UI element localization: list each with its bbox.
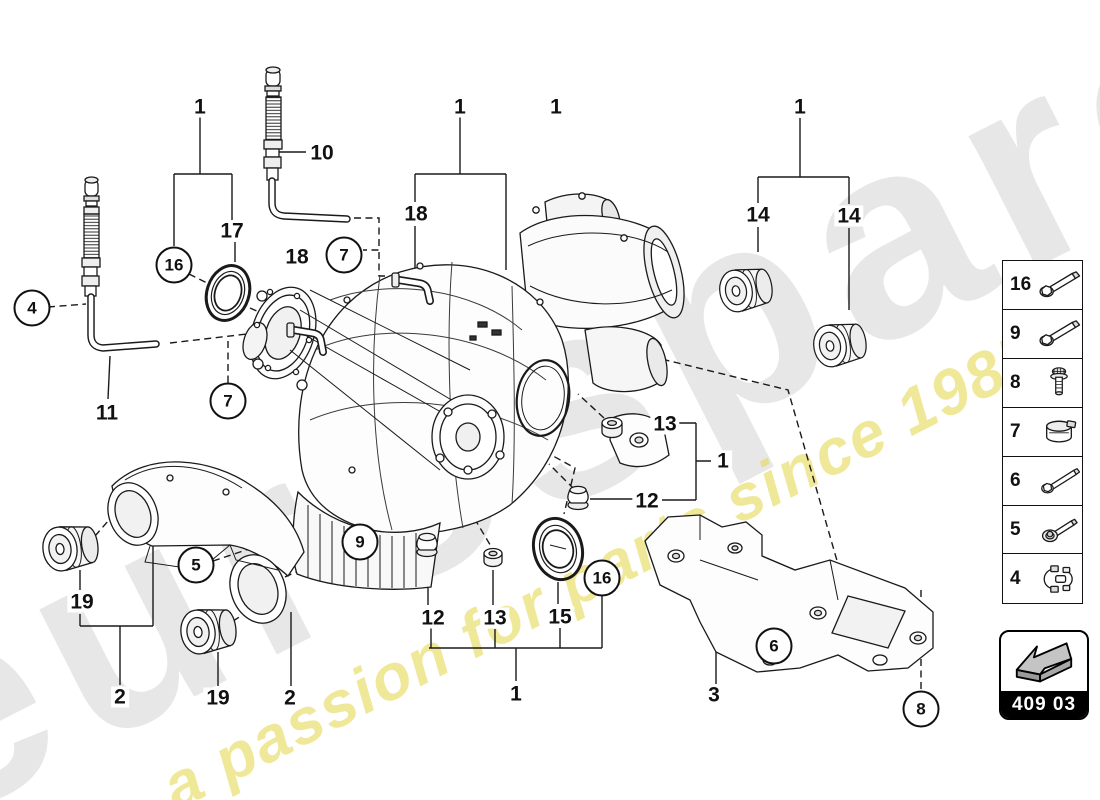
shaft-seal-15	[531, 516, 585, 582]
legend-item-16: 16	[1002, 260, 1083, 311]
part-label-13: 13	[650, 413, 680, 435]
bushing-19-front	[42, 526, 99, 572]
part-balloon-7: 7	[209, 382, 247, 420]
legend-item-number: 4	[1010, 567, 1021, 589]
bolt-long-icon	[1036, 312, 1082, 356]
front-cover	[242, 286, 317, 391]
bushing-19-rear	[180, 609, 237, 655]
spoke-rods	[289, 289, 471, 471]
part-label-13: 13	[480, 607, 510, 629]
stud-bolt-icon	[1036, 361, 1082, 405]
part-label-1: 1	[507, 683, 525, 705]
diagram-code-box: 409 03	[999, 630, 1089, 720]
mount-bracket-2	[107, 461, 305, 624]
grommet-12-bottom	[416, 532, 438, 558]
part-label-2: 2	[281, 687, 299, 709]
part-label-11: 11	[92, 402, 122, 424]
legend-item-number: 6	[1010, 469, 1021, 491]
legend-item-number: 7	[1010, 420, 1021, 442]
vent-elbow-18-top	[391, 272, 434, 305]
part-label-1: 1	[714, 450, 732, 472]
part-label-3: 3	[705, 684, 723, 706]
part-balloon-16: 16	[155, 246, 193, 284]
breather-hose-11	[81, 176, 160, 352]
part-balloon-16: 16	[583, 559, 621, 597]
part-label-1: 1	[191, 96, 209, 118]
part-label-1: 1	[791, 96, 809, 118]
legend-item-number: 16	[1010, 274, 1032, 296]
part-label-19: 19	[203, 687, 233, 709]
part-label-2: 2	[111, 686, 129, 708]
bushing-14-right	[813, 323, 867, 368]
bolt-long-icon	[1036, 263, 1082, 307]
bolt-thin-icon	[1036, 459, 1082, 503]
plug-13-bottom	[483, 547, 503, 568]
part-label-18: 18	[401, 203, 431, 225]
plug-13-right	[601, 416, 623, 439]
part-balloon-6: 6	[755, 627, 793, 665]
grommet-12-right	[567, 485, 589, 511]
diagram-code: 409 03	[1001, 691, 1087, 718]
part-label-18: 18	[282, 246, 312, 268]
leader-lines	[79, 116, 850, 686]
part-label-17: 17	[217, 220, 247, 242]
part-label-12: 12	[632, 490, 662, 512]
vent-elbow-18-left	[286, 322, 327, 356]
part-label-15: 15	[545, 606, 575, 628]
part-balloon-7: 7	[325, 236, 363, 274]
part-label-14: 14	[834, 205, 864, 227]
fastener-legend: 16 9 8 7 6 5 4	[1002, 260, 1083, 604]
output-flange	[431, 394, 505, 480]
direction-arrow-icon	[1001, 632, 1087, 691]
part-label-14: 14	[743, 204, 773, 226]
clamp-icon	[1036, 410, 1082, 454]
gear-case	[298, 261, 569, 535]
bolt-washer-icon	[1036, 508, 1082, 552]
gasket-ring	[515, 359, 571, 437]
legend-item-4: 4	[1002, 553, 1083, 604]
legend-item-number: 8	[1010, 372, 1021, 394]
part-label-1: 1	[547, 96, 565, 118]
part-balloon-8: 8	[902, 690, 940, 728]
part-label-10: 10	[307, 142, 337, 164]
part-balloon-4: 4	[13, 289, 51, 327]
bushing-14-left	[719, 268, 773, 313]
legend-item-7: 7	[1002, 406, 1083, 458]
part-label-1: 1	[451, 96, 469, 118]
legend-item-8: 8	[1002, 357, 1083, 409]
legend-item-9: 9	[1002, 308, 1083, 360]
legend-item-number: 9	[1010, 323, 1021, 345]
shaft-seal-17	[204, 264, 252, 322]
part-balloon-9: 9	[341, 523, 379, 561]
part-balloon-5: 5	[177, 546, 215, 584]
part-label-19: 19	[67, 591, 97, 613]
legend-item-5: 5	[1002, 504, 1083, 556]
clutch-housing	[519, 192, 685, 468]
legend-item-number: 5	[1010, 518, 1021, 540]
legend-item-6: 6	[1002, 455, 1083, 507]
support-bracket-3	[644, 514, 934, 673]
retaining-clip-icon	[1036, 557, 1082, 601]
oil-pipe-10	[263, 66, 351, 223]
part-label-12: 12	[418, 607, 448, 629]
